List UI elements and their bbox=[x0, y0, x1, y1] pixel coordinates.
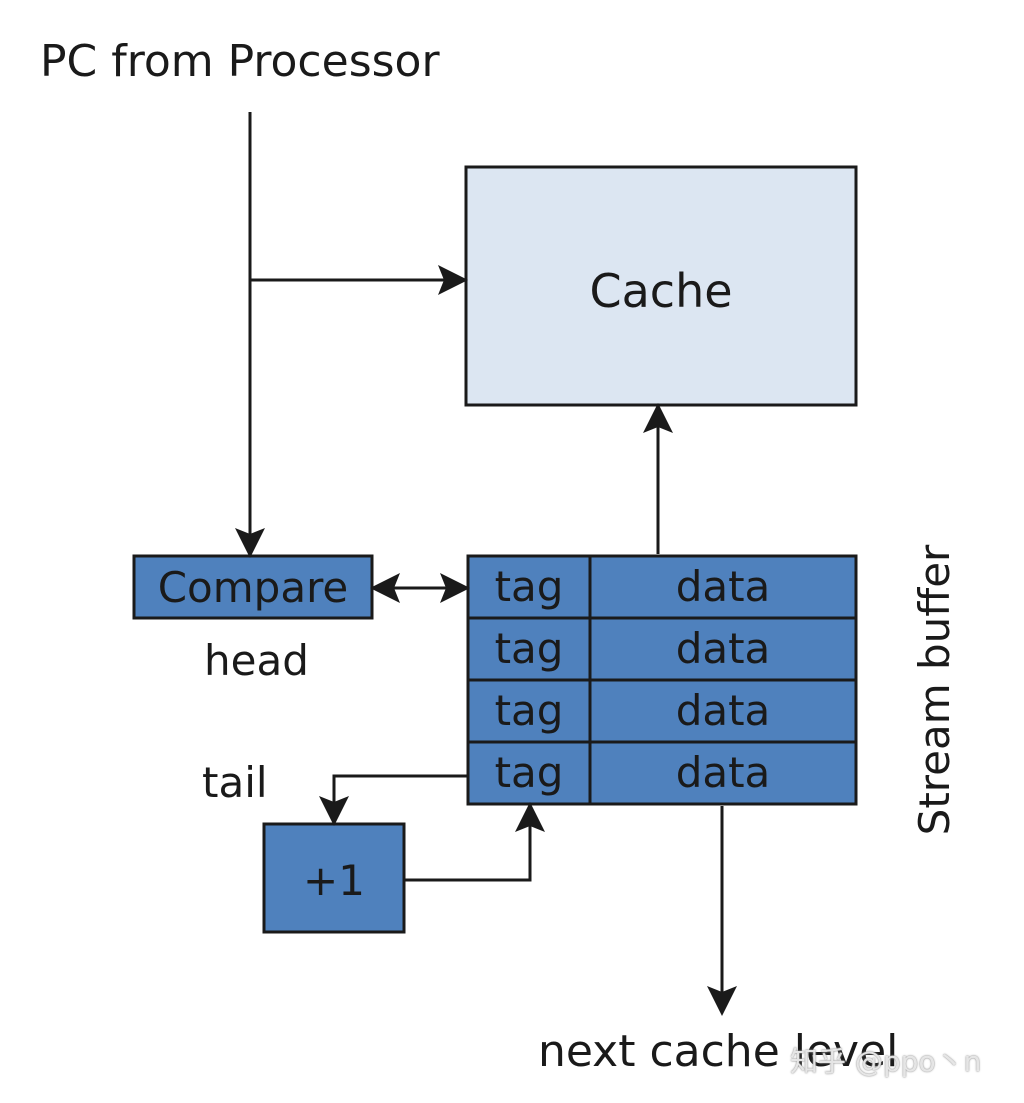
stream-buffer-row-4 bbox=[466, 740, 858, 806]
tag-cell-1: tag bbox=[494, 562, 564, 611]
tag-cell-2: tag bbox=[494, 624, 564, 673]
data-cell-1: data bbox=[675, 562, 771, 611]
stream-buffer-row-2 bbox=[466, 616, 858, 682]
tail-to-increment-arrow bbox=[319, 774, 468, 826]
data-cell-2: data bbox=[675, 624, 771, 673]
increment-to-tail-arrow bbox=[404, 802, 545, 882]
increment-box bbox=[262, 822, 406, 934]
tail-pointer-label: tail bbox=[202, 758, 268, 807]
cache-box bbox=[464, 165, 858, 407]
increment-label: +1 bbox=[303, 856, 365, 905]
compare-label: Compare bbox=[157, 563, 349, 612]
data-cell-4: data bbox=[675, 748, 771, 797]
compare-box bbox=[132, 554, 374, 620]
next-cache-level-label: next cache level bbox=[538, 1026, 899, 1077]
stream-buffer-label: Stream buffer bbox=[910, 544, 959, 836]
data-cell-3: data bbox=[675, 686, 771, 735]
watermark-text: 知乎 @ppo丶n bbox=[790, 1045, 982, 1078]
head-pointer-label: head bbox=[204, 636, 309, 685]
cache-label: Cache bbox=[589, 264, 733, 318]
tag-cell-3: tag bbox=[494, 686, 564, 735]
tag-cell-4: tag bbox=[494, 748, 564, 797]
pc-from-processor-label: PC from Processor bbox=[40, 36, 440, 87]
